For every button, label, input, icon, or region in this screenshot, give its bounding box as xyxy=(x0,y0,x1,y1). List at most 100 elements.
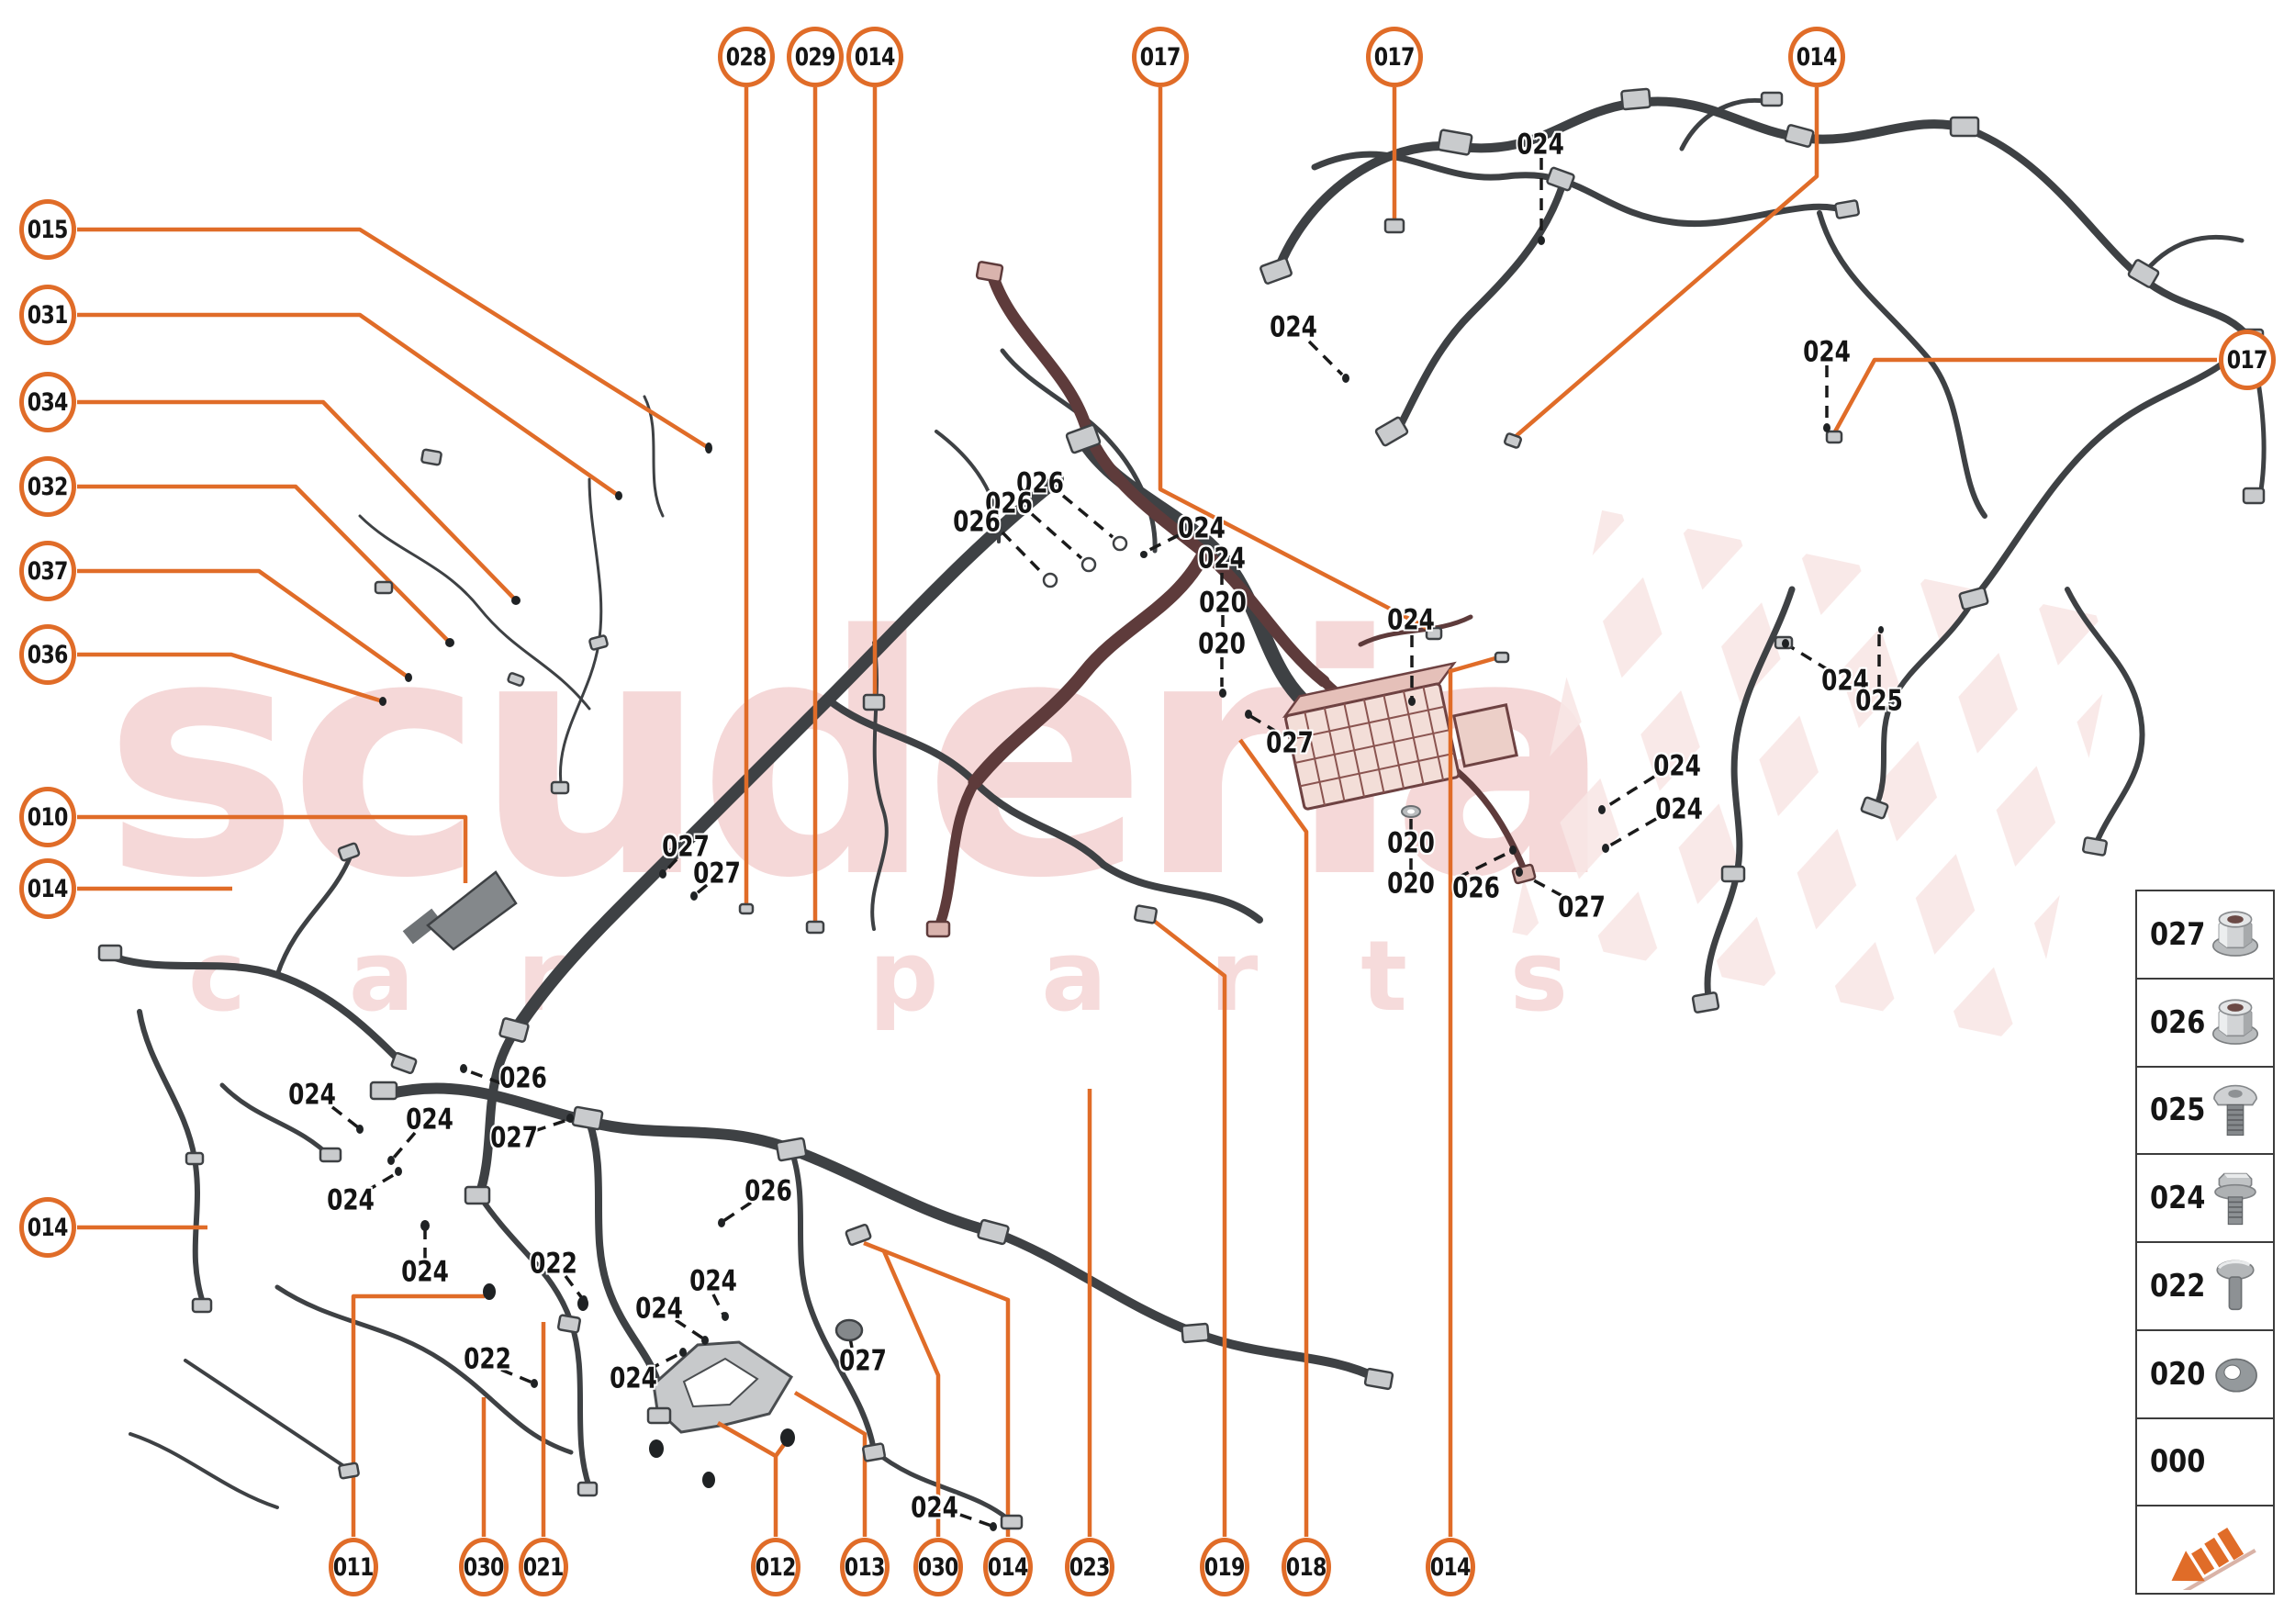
part-callout-031[interactable]: 031 xyxy=(19,285,76,345)
legend-part-number: 026 xyxy=(2150,1003,2206,1041)
part-callout-017[interactable]: 017 xyxy=(2219,330,2276,390)
part-callout-number: 012 xyxy=(756,1552,797,1582)
part-number-label-022: 022 xyxy=(464,1342,511,1376)
part-callout-017[interactable]: 017 xyxy=(1366,27,1423,87)
callout-leader-lines xyxy=(77,87,2217,1537)
part-number-label-024: 024 xyxy=(1821,664,1869,698)
legend-row-000: 000 xyxy=(2137,1419,2273,1507)
legend-row-024: 024 xyxy=(2137,1155,2273,1243)
part-number-label-024: 024 xyxy=(1653,749,1701,783)
legend-part-number: 027 xyxy=(2150,915,2206,953)
part-callout-010[interactable]: 010 xyxy=(19,787,76,847)
button-head-bolt-icon xyxy=(2205,1080,2266,1140)
fuse-box xyxy=(1282,661,1518,811)
part-label-leaders xyxy=(330,158,1881,1528)
part-callout-028[interactable]: 028 xyxy=(718,27,775,87)
part-callout-011[interactable]: 011 xyxy=(329,1538,378,1596)
part-callout-023[interactable]: 023 xyxy=(1065,1538,1114,1596)
legend-part-number: 022 xyxy=(2150,1267,2206,1305)
part-number-label-024: 024 xyxy=(1198,542,1246,576)
part-number-label-026: 026 xyxy=(1016,466,1064,500)
part-number-label-027: 027 xyxy=(1266,726,1314,760)
hex-flange-bolt-icon xyxy=(2205,1168,2266,1228)
part-callout-019[interactable]: 019 xyxy=(1200,1538,1249,1596)
part-callout-014[interactable]: 014 xyxy=(1788,27,1845,87)
part-callout-number: 014 xyxy=(1430,1552,1472,1582)
legend-row-027: 027 xyxy=(2137,891,2273,980)
part-callout-029[interactable]: 029 xyxy=(787,27,844,87)
part-number-label-027: 027 xyxy=(662,830,710,864)
part-callout-014[interactable]: 014 xyxy=(1426,1538,1475,1596)
part-number-label-027: 027 xyxy=(839,1344,887,1378)
rivet-icon xyxy=(2205,1256,2266,1316)
part-callout-number: 014 xyxy=(1797,42,1838,72)
part-callout-032[interactable]: 032 xyxy=(19,456,76,517)
legend-part-number: 020 xyxy=(2150,1355,2206,1393)
part-callout-number: 018 xyxy=(1286,1552,1327,1582)
part-callout-number: 014 xyxy=(988,1552,1029,1582)
part-number-label-026: 026 xyxy=(744,1174,792,1208)
part-callout-number: 015 xyxy=(28,215,69,244)
legend-part-number: 024 xyxy=(2150,1180,2206,1217)
part-callout-012[interactable]: 012 xyxy=(751,1538,800,1596)
part-callout-013[interactable]: 013 xyxy=(840,1538,890,1596)
washer-part xyxy=(1401,805,1421,818)
part-number-label-027: 027 xyxy=(693,857,741,890)
part-callout-014[interactable]: 014 xyxy=(983,1538,1033,1596)
part-callout-036[interactable]: 036 xyxy=(19,624,76,685)
part-number-label-024: 024 xyxy=(610,1361,657,1395)
grommet-boot-part xyxy=(402,870,518,951)
part-number-label-026: 026 xyxy=(953,505,1001,539)
watermark: scuderia car parts xyxy=(103,510,2119,1043)
part-callout-number: 019 xyxy=(1204,1552,1246,1582)
part-callout-number: 011 xyxy=(333,1552,375,1582)
part-callout-030[interactable]: 030 xyxy=(913,1538,963,1596)
part-number-label-024: 024 xyxy=(911,1491,958,1525)
part-callout-number: 028 xyxy=(726,42,767,72)
legend-row-022: 022 xyxy=(2137,1243,2273,1331)
checkered-flag-watermark xyxy=(1512,510,2119,1043)
legend-row-arrow xyxy=(2137,1506,2273,1593)
part-callout-number: 034 xyxy=(28,387,69,417)
part-number-label-024: 024 xyxy=(288,1078,336,1112)
part-number-label-025: 025 xyxy=(1855,684,1903,718)
legend-row-020: 020 xyxy=(2137,1331,2273,1419)
part-number-label-026: 026 xyxy=(985,487,1033,521)
part-callout-021[interactable]: 021 xyxy=(519,1538,568,1596)
part-callout-number: 032 xyxy=(28,472,69,501)
part-callout-number: 030 xyxy=(918,1552,959,1582)
legend-part-number: 000 xyxy=(2150,1443,2206,1481)
part-number-label-027: 027 xyxy=(1558,890,1606,924)
part-number-label-024: 024 xyxy=(1655,792,1703,826)
part-callout-014[interactable]: 014 xyxy=(19,1197,76,1258)
part-callout-number: 031 xyxy=(28,300,69,330)
part-number-label-024: 024 xyxy=(689,1264,737,1298)
part-callout-030[interactable]: 030 xyxy=(459,1538,509,1596)
part-number-label-024: 024 xyxy=(1517,128,1564,162)
connector-parts xyxy=(97,87,2266,1531)
part-callout-014[interactable]: 014 xyxy=(19,858,76,919)
part-number-label-024: 024 xyxy=(401,1255,449,1289)
part-callout-037[interactable]: 037 xyxy=(19,541,76,601)
legend-row-025: 025 xyxy=(2137,1068,2273,1156)
part-callout-015[interactable]: 015 xyxy=(19,199,76,260)
part-callout-017[interactable]: 017 xyxy=(1132,27,1189,87)
part-number-label-024: 024 xyxy=(406,1103,453,1137)
part-number-label-020: 020 xyxy=(1198,627,1246,661)
legend-part-number: 025 xyxy=(2150,1092,2206,1129)
part-number-label-026: 026 xyxy=(499,1061,547,1095)
part-callout-018[interactable]: 018 xyxy=(1282,1538,1331,1596)
part-callout-014[interactable]: 014 xyxy=(846,27,903,87)
brand-arrow-icon xyxy=(2155,1509,2264,1590)
part-number-label-026: 026 xyxy=(1452,871,1500,905)
part-number-label-024: 024 xyxy=(1270,310,1317,344)
part-callout-number: 037 xyxy=(28,556,69,586)
part-callout-034[interactable]: 034 xyxy=(19,372,76,432)
part-callout-number: 021 xyxy=(523,1552,565,1582)
part-number-label-024: 024 xyxy=(635,1292,683,1326)
part-callout-number: 010 xyxy=(28,802,69,832)
part-callout-number: 014 xyxy=(28,1213,69,1242)
part-number-label-024: 024 xyxy=(1178,511,1226,545)
